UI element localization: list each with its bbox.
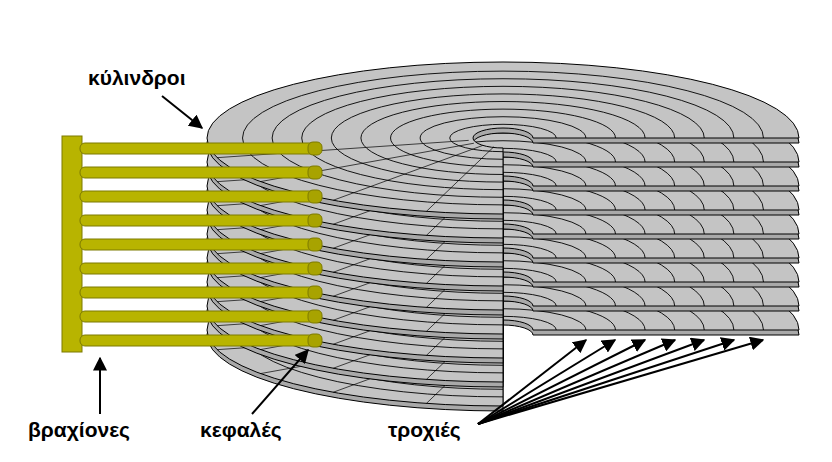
track-arc <box>450 124 557 151</box>
arm <box>80 311 320 322</box>
arm <box>80 191 320 202</box>
leader-line <box>478 340 734 424</box>
track-arc <box>391 109 616 167</box>
part-label: τροχιές <box>388 418 461 441</box>
head <box>308 286 322 299</box>
leader-line <box>252 350 308 414</box>
head <box>308 214 322 227</box>
part-label: κεφαλές <box>200 418 282 441</box>
leader-line <box>478 340 615 424</box>
leader-line <box>478 340 763 424</box>
head <box>308 238 322 251</box>
leader-line <box>478 340 586 424</box>
track-arc <box>302 86 705 189</box>
track-arc <box>243 71 764 205</box>
head <box>308 262 322 275</box>
arm <box>80 287 320 298</box>
arm <box>80 263 320 274</box>
arm <box>80 167 320 178</box>
leader-line <box>99 358 101 414</box>
head <box>308 310 322 323</box>
arm-assembly <box>62 136 322 352</box>
leader-line <box>162 96 202 128</box>
sector-line <box>333 145 482 200</box>
arm <box>80 143 320 154</box>
head <box>308 190 322 203</box>
platter-stack <box>207 62 799 411</box>
head <box>308 142 322 155</box>
arm-spindle <box>62 136 82 352</box>
track-arc <box>272 79 734 198</box>
leader-line <box>478 340 675 424</box>
arm <box>80 335 320 346</box>
track-arc <box>361 102 645 175</box>
leader-lines <box>100 96 763 424</box>
head <box>308 334 322 347</box>
track-arc <box>420 117 586 160</box>
part-label: κύλινδροι <box>88 66 186 89</box>
track-arc <box>331 94 674 182</box>
arm <box>80 239 320 250</box>
sector-line <box>426 147 493 212</box>
head <box>308 166 322 179</box>
leader-line <box>478 340 704 424</box>
part-label: βραχίονες <box>28 418 130 441</box>
arm <box>80 215 320 226</box>
